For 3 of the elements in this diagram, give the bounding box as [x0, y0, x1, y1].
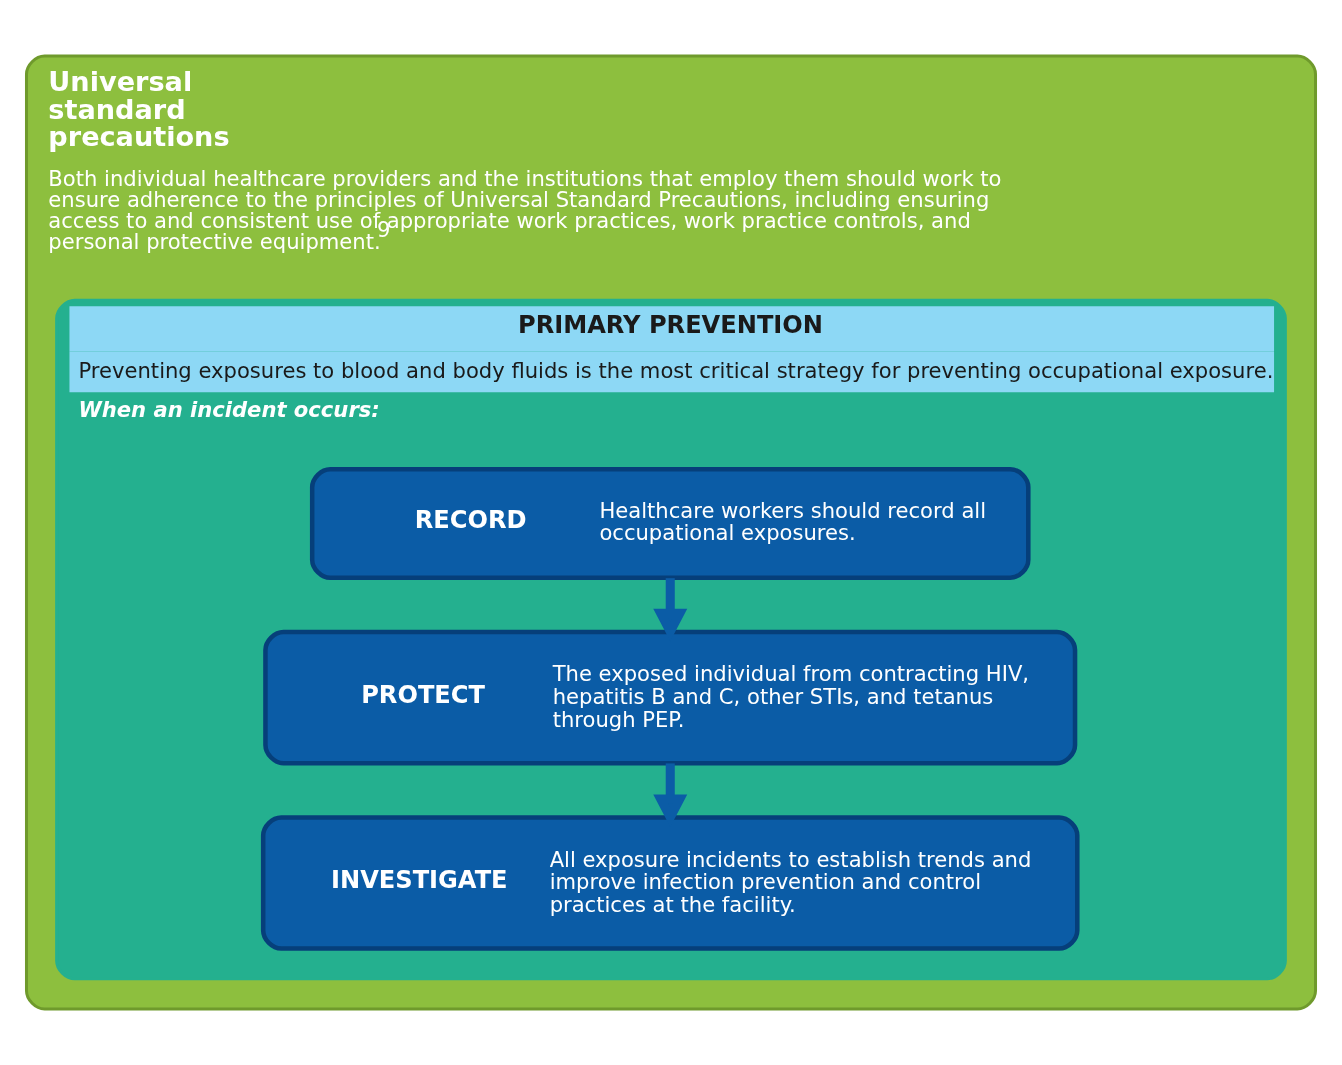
node-box: PROTECT The exposed individual from contracting HIV, hepatitis B and C, other STIs, and tetanus through PEP.	[263, 629, 1078, 766]
node-box: RECORD Healthcare workers should record all occupational exposures.	[309, 466, 1031, 580]
node-box: INVESTIGATE All exposure incidents to establish trends and improve infection prevention and control practices at the facility.	[260, 815, 1080, 951]
